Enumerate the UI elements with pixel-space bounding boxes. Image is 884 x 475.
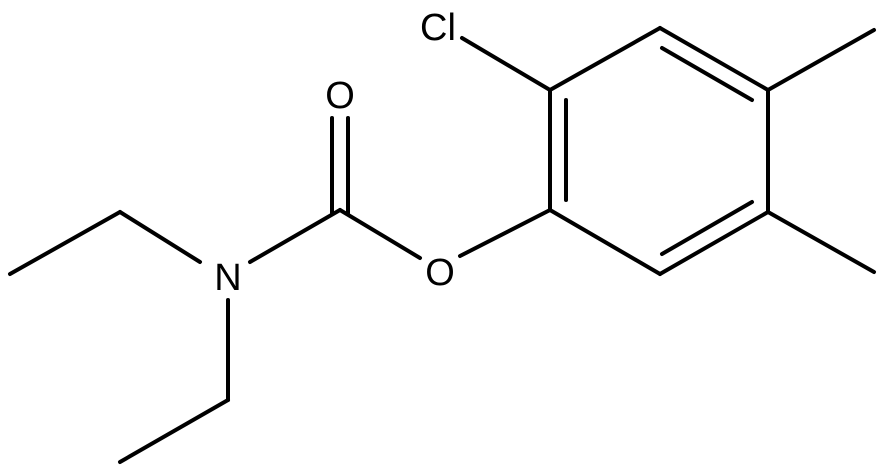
bond-ester-oxygen-to-ring [458,208,552,258]
bond-ring-to-chlorine [460,36,552,92]
atom-label-chlorine: Cl [420,7,456,49]
bond-ring-to-methyl-bottom [766,210,876,274]
ring-bond-2-inner [660,46,754,102]
atom-label-carbonyl-oxygen: O [325,75,355,117]
ring-bond-4-inner [660,200,754,256]
bond-carbonyl-to-ester-oxygen [338,208,422,260]
ring-bond-2 [658,26,770,92]
bond-nitrogen-to-ethyl1 [118,210,202,264]
bond-carbonyl-to-nitrogen [248,208,342,264]
atom-label-nitrogen: N [214,257,241,299]
ring-bond-1 [548,26,662,92]
ring-bond-5 [548,208,662,276]
atom-label-ester-oxygen: O [425,252,455,294]
bond-ethyl1-chain [8,210,122,276]
ring-bond-4 [658,210,770,276]
bond-ring-to-methyl-top [766,28,876,92]
bond-ethyl2-chain [118,398,230,464]
